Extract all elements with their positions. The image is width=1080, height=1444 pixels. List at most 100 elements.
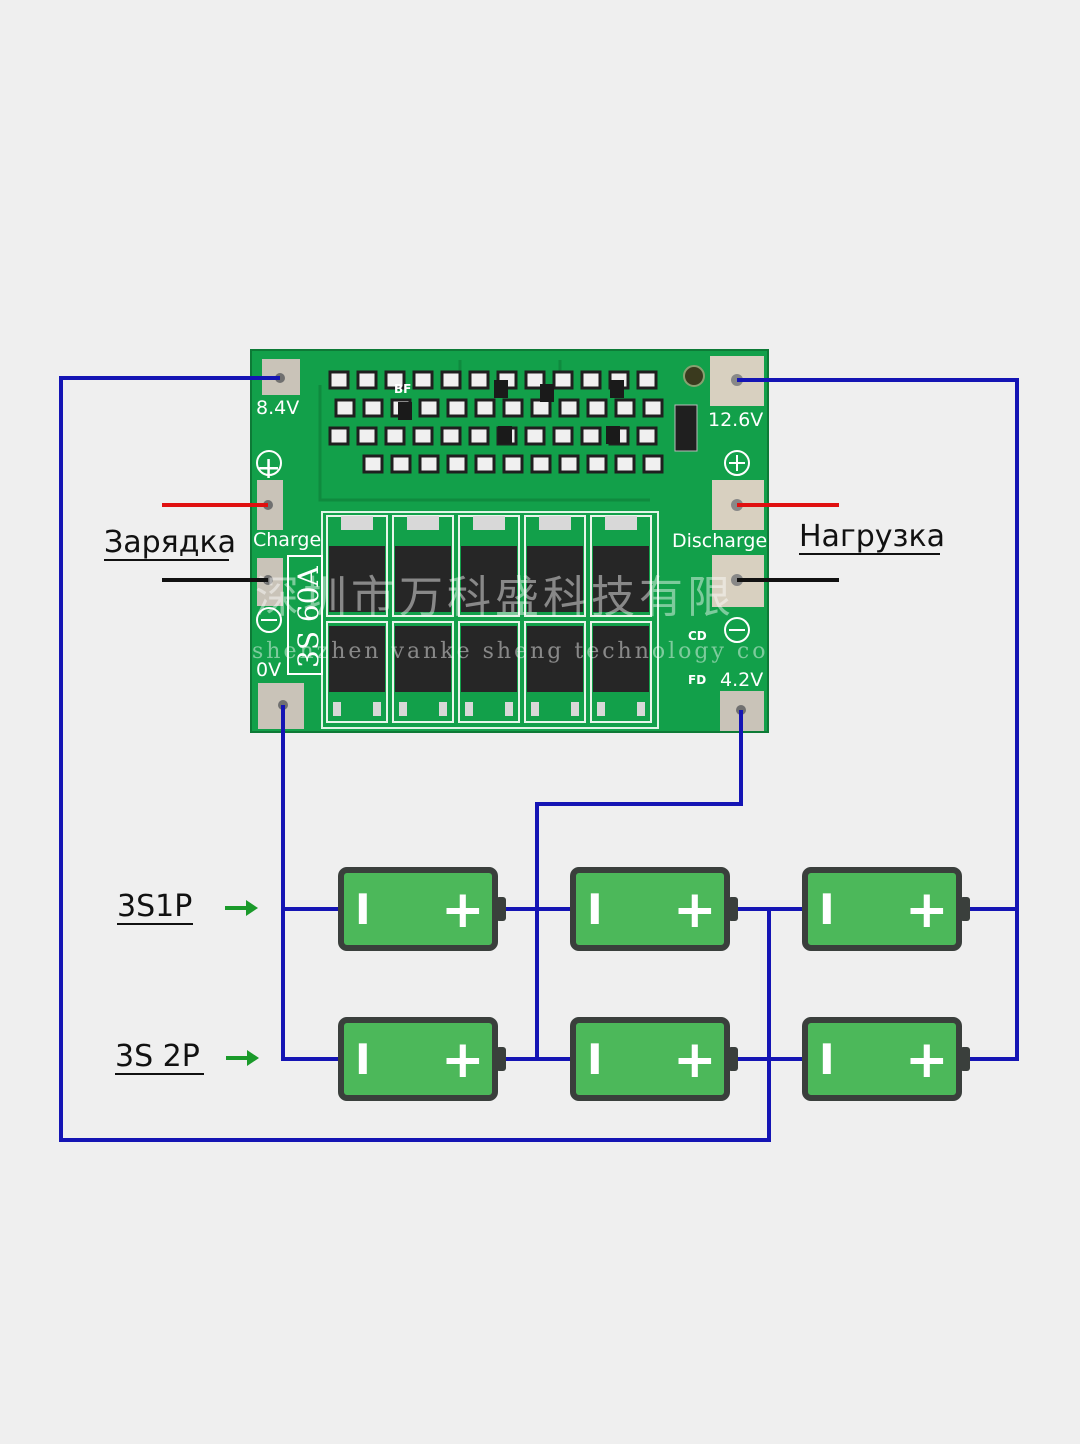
battery-plus-icon: +: [441, 880, 485, 940]
battery-cell: I+: [338, 1017, 506, 1101]
watermark-english: shenzhen vanke sheng technology co: [252, 639, 769, 664]
bms-board: 3S 60A 8.4V Charge + 0V 12.6V: [250, 349, 769, 733]
mosfet-array: [326, 515, 652, 723]
battery-minus-icon: I: [587, 1035, 603, 1084]
smd-resistor: [614, 398, 636, 418]
smd-components: [328, 370, 664, 474]
smd-resistor: [440, 370, 462, 390]
wire-12v6: [737, 378, 1019, 1061]
leads: [162, 503, 839, 582]
smd-transistor: [398, 402, 412, 420]
wiring: [59, 376, 1019, 1142]
smd-transistor: [494, 380, 508, 398]
charge-plus-icon: +: [256, 451, 281, 486]
wire-4v2: [535, 710, 743, 1059]
smd-resistor: [580, 370, 602, 390]
battery-minus-icon: I: [355, 885, 371, 934]
smd-resistor: [362, 454, 384, 474]
pad-0v-label: 0V: [256, 659, 281, 681]
smd-resistor: [362, 398, 384, 418]
smd-resistor: [636, 426, 658, 446]
smd-resistor: [474, 454, 496, 474]
smd-resistor: [614, 454, 636, 474]
pad-8v4-label: 8.4V: [256, 397, 299, 419]
smd-resistor: [530, 398, 552, 418]
fd-label: FD: [688, 673, 706, 687]
mosfet-chip: [326, 621, 388, 723]
mosfet-chip: [326, 515, 388, 617]
battery-cell: I+: [338, 867, 506, 951]
cd-label: CD: [688, 629, 707, 643]
wire-0v: [281, 705, 341, 1061]
smd-resistor: [328, 426, 350, 446]
smd-resistor: [642, 398, 664, 418]
mosfet-chip: [590, 621, 652, 723]
smd-resistor: [636, 370, 658, 390]
smd-resistor: [586, 454, 608, 474]
watermark-chinese: 深圳市万科盛科技有限: [255, 572, 735, 623]
mosfet-chip: [458, 515, 520, 617]
smd-resistor: [524, 426, 546, 446]
battery-plus-icon: +: [673, 1030, 717, 1090]
battery-minus-icon: I: [819, 885, 835, 934]
smd-resistor: [384, 370, 406, 390]
smd-resistor: [412, 370, 434, 390]
discharge-minus-ring-icon: [724, 617, 750, 643]
mosfet-chip: [392, 621, 454, 723]
battery-minus-icon: I: [355, 1035, 371, 1084]
arrow-3s2p-icon: [226, 1050, 259, 1066]
smd-resistor: [418, 454, 440, 474]
pad-4v2-label: 4.2V: [720, 669, 763, 691]
smd-resistor: [552, 370, 574, 390]
battery-plus-icon: +: [441, 1030, 485, 1090]
smd-resistor: [328, 370, 350, 390]
smd-resistor: [412, 426, 434, 446]
charge-plus-ring-icon: [256, 450, 282, 476]
smd-resistor: [390, 454, 412, 474]
arrow-3s1p-icon: [225, 900, 258, 916]
battery-plus-icon: +: [905, 1030, 949, 1090]
smd-resistor: [474, 398, 496, 418]
smd-resistor: [356, 426, 378, 446]
smd-transistor: [540, 384, 554, 402]
smd-resistor: [642, 454, 664, 474]
smd-transistor: [610, 380, 624, 398]
smd-resistor: [418, 398, 440, 418]
smd-transistor: [606, 426, 620, 444]
smd-resistor: [468, 426, 490, 446]
battery-cell: I+: [802, 1017, 970, 1101]
mosfet-chip: [458, 621, 520, 723]
load-label-ru: Нагрузка: [799, 519, 945, 554]
battery-cell: I+: [570, 1017, 738, 1101]
mosfet-chip: [524, 515, 586, 617]
charge-label: Charge: [253, 529, 321, 551]
mosfet-chip: [590, 515, 652, 617]
mounting-hole: [683, 365, 705, 387]
battery-cell: I+: [802, 867, 970, 951]
mosfet-chip: [524, 621, 586, 723]
charge-minus-ring-icon: [256, 607, 282, 633]
smd-resistor: [440, 426, 462, 446]
battery-array: I+I+I+I+I+I+: [338, 867, 970, 1101]
smd-resistor: [384, 426, 406, 446]
config-3s1p-label: 3S1P: [117, 889, 192, 924]
smd-resistor: [552, 426, 574, 446]
bf-label: BF: [394, 382, 411, 396]
config-3s2p-label: 3S 2P: [115, 1039, 200, 1074]
smd-resistor: [356, 370, 378, 390]
smd-resistor: [586, 398, 608, 418]
smd-resistor: [558, 454, 580, 474]
smd-resistor: [558, 398, 580, 418]
smd-resistor: [580, 426, 602, 446]
battery-minus-icon: I: [819, 1035, 835, 1084]
battery-plus-icon: +: [905, 880, 949, 940]
diode-component: [674, 404, 698, 452]
smd-resistor: [502, 398, 524, 418]
charge-label-ru: Зарядка: [104, 525, 236, 560]
smd-transistor: [498, 426, 512, 444]
pad-12v6-label: 12.6V: [708, 409, 763, 431]
smd-resistor: [446, 398, 468, 418]
discharge-label: Discharge: [672, 530, 767, 552]
smd-resistor: [524, 370, 546, 390]
battery-minus-icon: I: [587, 885, 603, 934]
